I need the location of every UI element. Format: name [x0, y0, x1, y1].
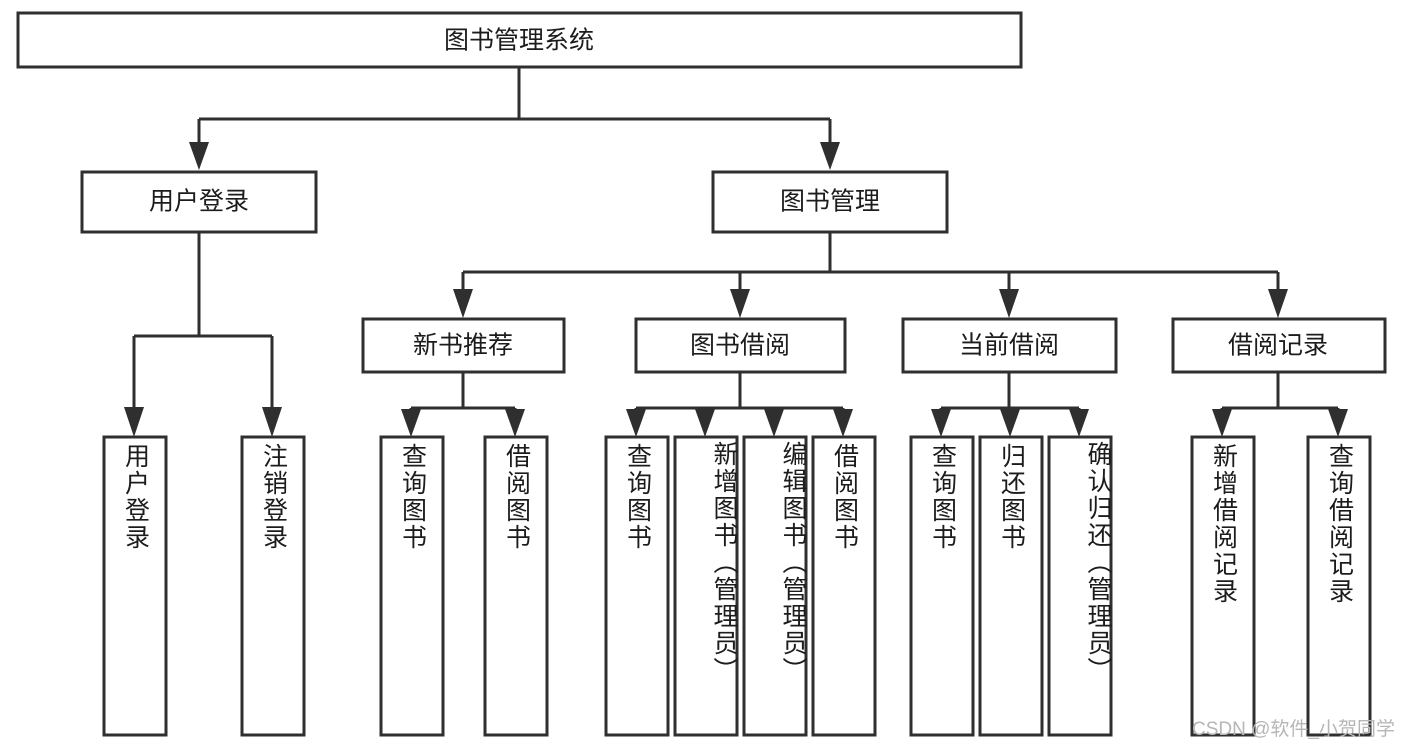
arrow-root-to-book-management	[820, 142, 840, 170]
arrow-bb-to-leaf-2	[695, 409, 715, 437]
leaf-box-borrow-book-1[interactable]	[483, 435, 549, 737]
arrow-cb-to-leaf-2	[1000, 409, 1020, 437]
leaf-box-query-book-2[interactable]	[604, 435, 670, 737]
leaf-box-add-record[interactable]	[1190, 435, 1256, 737]
leaf-box-query-book-1[interactable]	[379, 435, 445, 737]
leaf-box-return-book[interactable]	[978, 435, 1044, 737]
arrow-nbr-to-leaf-1	[401, 409, 421, 437]
node-book-management[interactable]	[711, 170, 949, 234]
node-root[interactable]	[16, 11, 1023, 69]
node-root-label: 图书管理系统	[444, 27, 594, 55]
arrow-bb-to-leaf-3	[764, 409, 784, 437]
leaf-box-query-book-3[interactable]	[909, 435, 975, 737]
arrow-bm-to-borrow-record	[1268, 289, 1288, 318]
arrow-root-to-user-login	[189, 142, 209, 170]
node-book-borrow-label: 图书借阅	[690, 332, 790, 360]
leaf-box-confirm-return[interactable]	[1047, 435, 1113, 737]
arrow-user-login-to-leaf-1	[124, 407, 144, 437]
arrow-bb-to-leaf-1	[626, 409, 646, 437]
node-borrow-record[interactable]	[1171, 317, 1387, 374]
node-new-book-recommend-label: 新书推荐	[413, 332, 513, 360]
arrow-bm-to-current-borrow	[999, 289, 1019, 318]
arrow-bb-to-leaf-4	[833, 409, 853, 437]
leaf-box-user-login[interactable]	[102, 435, 168, 737]
arrow-bm-to-book-borrow	[730, 289, 750, 318]
leaf-box-query-record[interactable]	[1306, 435, 1372, 737]
node-current-borrow-label: 当前借阅	[959, 332, 1059, 360]
node-book-borrow[interactable]	[634, 317, 847, 374]
arrow-user-login-to-leaf-2	[262, 407, 282, 437]
arrow-nbr-to-leaf-2	[505, 409, 525, 437]
node-borrow-record-label: 借阅记录	[1228, 332, 1328, 360]
arrow-br-to-leaf-1	[1212, 409, 1232, 437]
node-user-login-label: 用户登录	[149, 188, 249, 216]
leaf-box-add-book[interactable]	[673, 435, 739, 737]
arrow-bm-to-new-book	[453, 289, 473, 318]
node-book-management-label: 图书管理	[780, 188, 880, 216]
node-new-book-recommend[interactable]	[361, 317, 566, 374]
arrow-cb-to-leaf-3	[1069, 409, 1089, 437]
leaf-box-borrow-book-2[interactable]	[811, 435, 877, 737]
arrow-br-to-leaf-2	[1328, 409, 1348, 437]
leaf-box-edit-book[interactable]	[742, 435, 808, 737]
arrow-cb-to-leaf-1	[931, 409, 951, 437]
leaf-box-user-logout[interactable]	[240, 435, 306, 737]
node-current-borrow[interactable]	[901, 317, 1118, 374]
watermark-text: CSDN @软件_小贺同学	[1192, 719, 1395, 740]
